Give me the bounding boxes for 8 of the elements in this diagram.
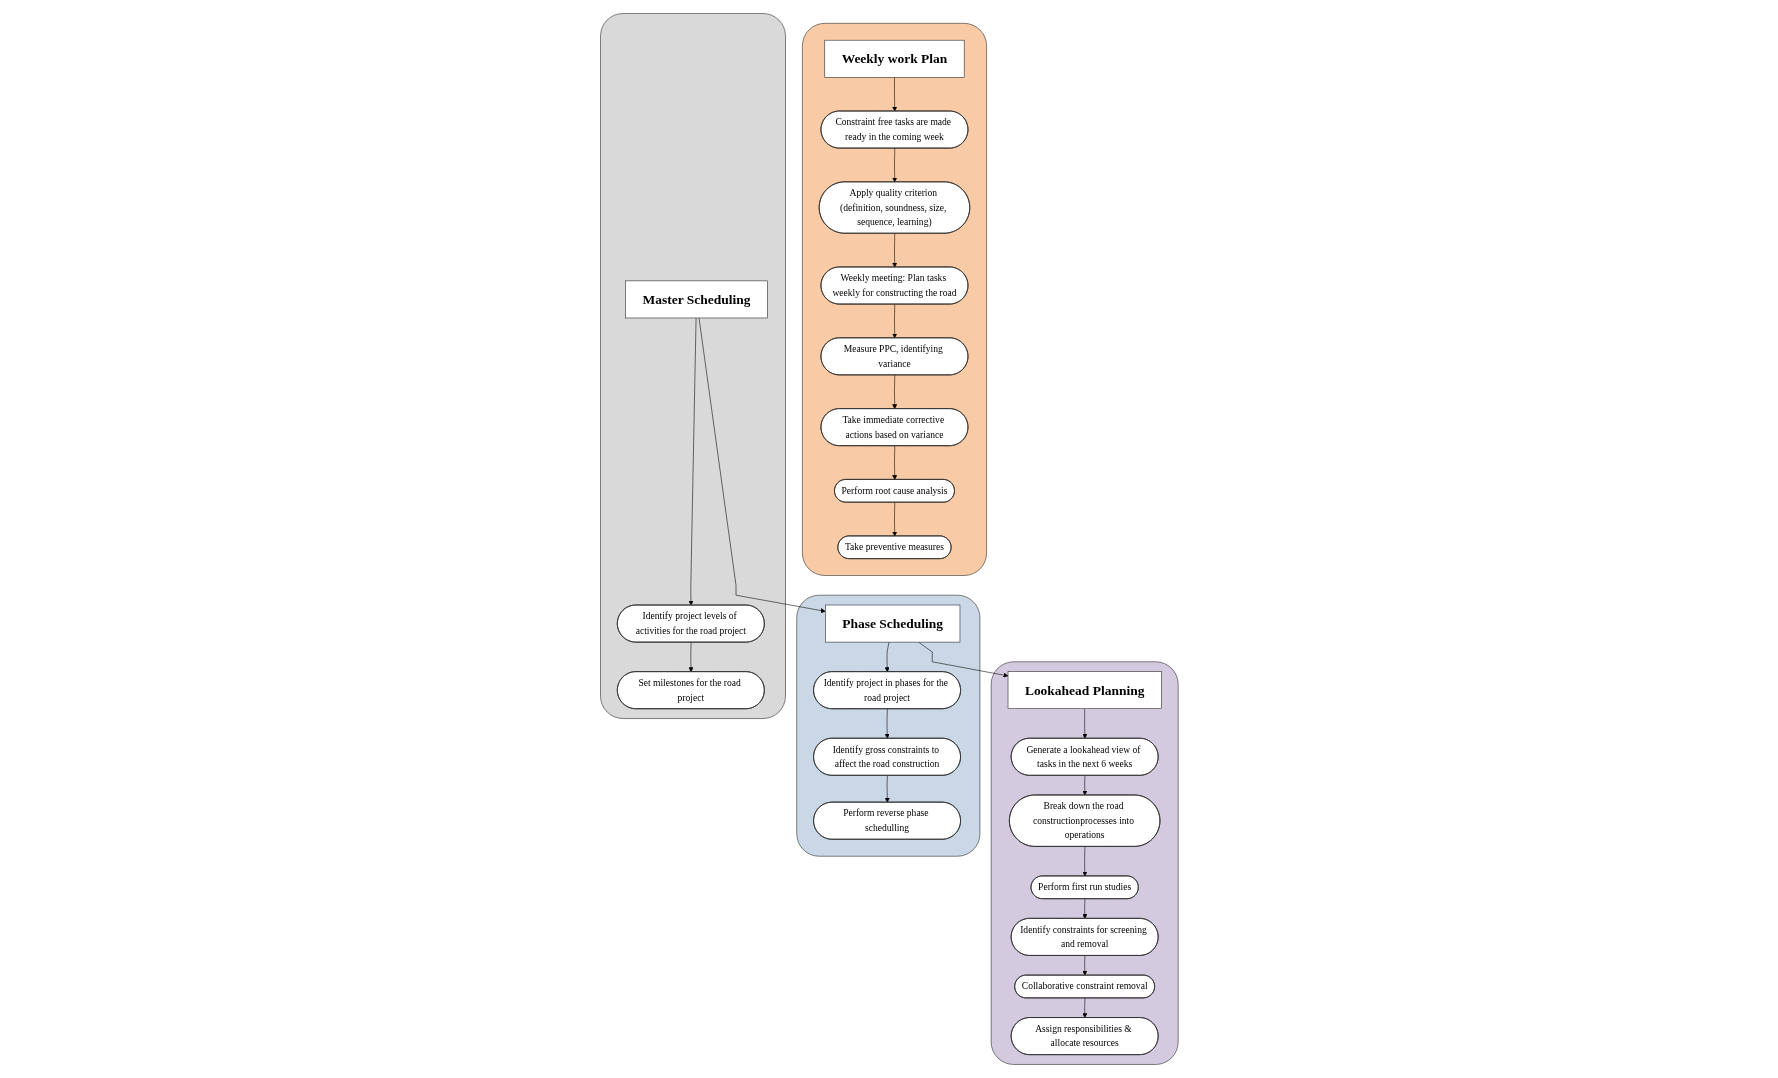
node-box: Weekly work Plan (824, 39, 965, 78)
cluster (796, 594, 980, 857)
node-box: Master Scheduling (624, 280, 768, 319)
node-box: Lookahead Planning (1007, 671, 1162, 709)
node-box: Phase Scheduling (824, 604, 960, 643)
cluster (599, 13, 786, 719)
cluster (801, 23, 987, 576)
cluster (990, 661, 1179, 1065)
